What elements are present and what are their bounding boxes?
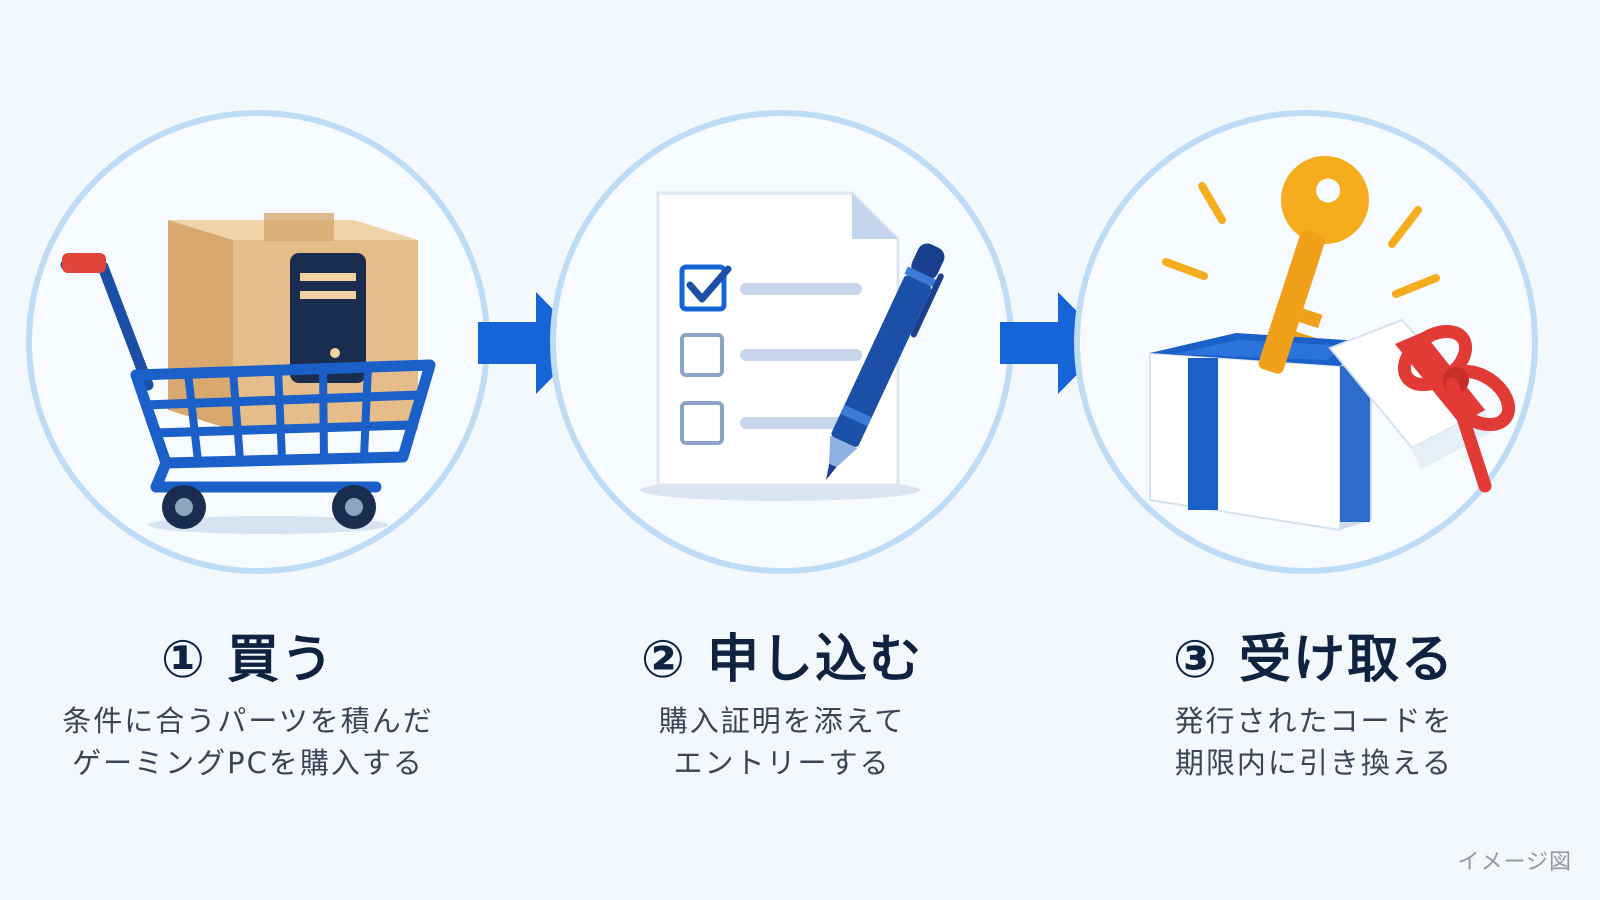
step-3-title: ③ 受け取る [1172,630,1456,690]
step-2-description: 購入証明を添えて エントリーする [522,700,1042,784]
step-1-description: 条件に合うパーツを積んだ ゲーミングPCを購入する [0,700,508,784]
key-in-gift-box-icon [1149,156,1516,532]
step-1-title: ① 買う [160,630,336,690]
step-1-description-line-2: ゲーミングPCを購入する [72,746,424,780]
step-3-description-line-1: 発行されたコードを [1174,704,1454,738]
step-3-description: 発行されたコードを 期限内に引き換える [1054,700,1574,784]
step-2-description-line-1: 購入証明を添えて [658,704,906,738]
step-1-description-line-1: 条件に合うパーツを積んだ [62,704,434,738]
step-3-description-line-2: 期限内に引き換える [1174,746,1454,780]
step-2-title: ② 申し込む [640,630,924,690]
checklist-document-with-pen-icon [640,191,945,501]
shopping-cart-with-pc-box-icon [60,213,436,534]
image-note: イメージ図 [1457,850,1572,875]
step-2-description-line-2: エントリーする [673,746,891,780]
